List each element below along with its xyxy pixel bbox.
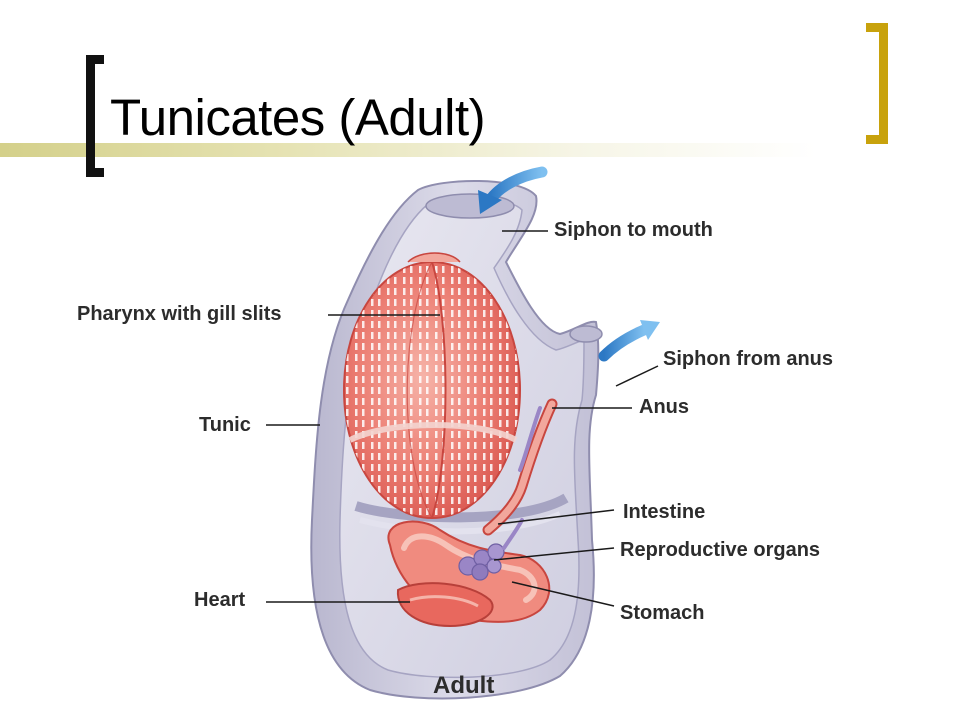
label-siphon-to-mouth: Siphon to mouth <box>554 219 713 241</box>
slide-title: Tunicates (Adult) <box>110 89 486 146</box>
leader-intestine <box>497 509 615 525</box>
label-reproductive-organs: Reproductive organs <box>620 539 821 561</box>
leader-reproductive <box>493 547 615 561</box>
leader-stomach <box>511 581 615 607</box>
heart-organ <box>396 582 494 628</box>
right-bracket-decoration <box>866 23 888 144</box>
label-stomach: Stomach <box>620 602 705 624</box>
label-intestine: Intestine <box>623 501 706 523</box>
left-bracket-decoration <box>86 55 104 177</box>
label-heart: Heart <box>194 589 246 611</box>
diagram-caption: Adult <box>433 672 495 699</box>
title-accent-bar <box>0 143 960 157</box>
reproductive-organs <box>458 518 524 581</box>
pharynx-basket <box>342 252 522 520</box>
leader-siphon-from-anus <box>615 365 659 387</box>
label-siphon-from-anus: Siphon from anus <box>663 348 833 370</box>
label-anus: Anus <box>639 396 689 418</box>
outflow-arrow-icon <box>598 320 660 362</box>
inflow-arrow-icon <box>478 166 548 214</box>
label-pharynx: Pharynx with gill slits <box>77 303 282 325</box>
label-tunic: Tunic <box>199 414 251 436</box>
intestine-tube <box>482 398 558 536</box>
